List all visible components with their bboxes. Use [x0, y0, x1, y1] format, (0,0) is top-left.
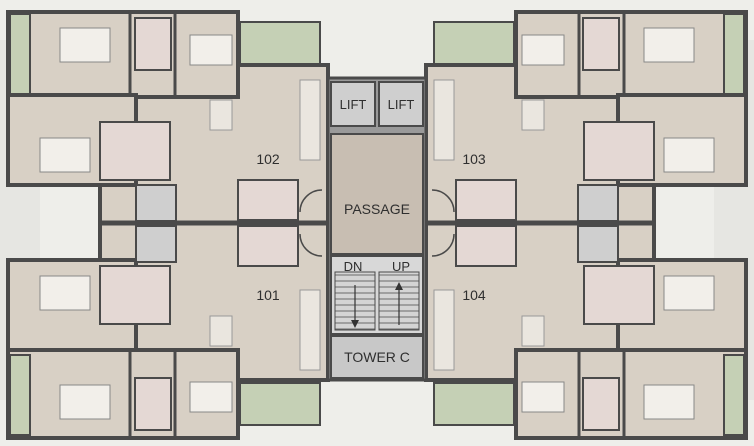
tower-label-area: [330, 335, 424, 379]
passage-label: PASSAGE: [344, 201, 410, 217]
balcony: [433, 21, 515, 65]
bathroom: [99, 121, 171, 181]
bathroom: [582, 377, 620, 431]
utility: [577, 225, 619, 263]
balcony: [9, 13, 31, 95]
arrow-up-icon: [395, 282, 403, 290]
door-icon: [299, 189, 323, 213]
passage: [330, 133, 424, 255]
toilet: [237, 179, 299, 221]
sofa-icon: [433, 289, 455, 371]
unit-number: 101: [256, 287, 280, 303]
balcony: [433, 382, 515, 426]
table-icon: [209, 99, 233, 131]
bathroom: [583, 121, 655, 181]
toilet: [455, 225, 517, 267]
sofa-icon: [433, 79, 455, 161]
utility: [135, 184, 177, 222]
bed-icon: [39, 137, 91, 173]
door-icon: [431, 233, 455, 257]
bed-icon: [59, 384, 111, 420]
core: [299, 76, 455, 382]
balcony: [239, 21, 321, 65]
balcony: [723, 13, 745, 95]
table-icon: [521, 99, 545, 131]
lift-label: LIFT: [388, 97, 415, 112]
door-icon: [431, 189, 455, 213]
sofa-icon: [299, 289, 321, 371]
balcony: [239, 382, 321, 426]
bathroom: [583, 265, 655, 325]
bed-icon: [189, 381, 233, 413]
bed-icon: [521, 34, 565, 66]
bathroom: [582, 17, 620, 71]
stairs-down-label: DN: [344, 259, 363, 274]
tower-label: TOWER C: [344, 349, 410, 365]
lift-label: LIFT: [340, 97, 367, 112]
right-wing: [424, 10, 748, 440]
left-wing: [6, 10, 330, 440]
toilet: [455, 179, 517, 221]
bed-icon: [59, 27, 111, 63]
bathroom: [134, 17, 172, 71]
lift-shaft: [330, 81, 376, 127]
unit-number: 102: [256, 151, 280, 167]
door-icon: [299, 233, 323, 257]
balcony: [9, 354, 31, 436]
bed-icon: [189, 34, 233, 66]
lift-shaft: [378, 81, 424, 127]
utility: [577, 184, 619, 222]
bathroom: [99, 265, 171, 325]
unit-number: 104: [462, 287, 486, 303]
sofa-icon: [299, 79, 321, 161]
table-icon: [521, 315, 545, 347]
arrow-down-icon: [351, 320, 359, 328]
bed-icon: [663, 275, 715, 311]
bed-icon: [521, 381, 565, 413]
bed-icon: [643, 384, 695, 420]
table-icon: [209, 315, 233, 347]
bed-icon: [39, 275, 91, 311]
bathroom: [134, 377, 172, 431]
balcony: [723, 354, 745, 436]
unit-number: 103: [462, 151, 486, 167]
bed-icon: [663, 137, 715, 173]
toilet: [237, 225, 299, 267]
bed-icon: [643, 27, 695, 63]
utility: [135, 225, 177, 263]
stairs-up-label: UP: [392, 259, 410, 274]
